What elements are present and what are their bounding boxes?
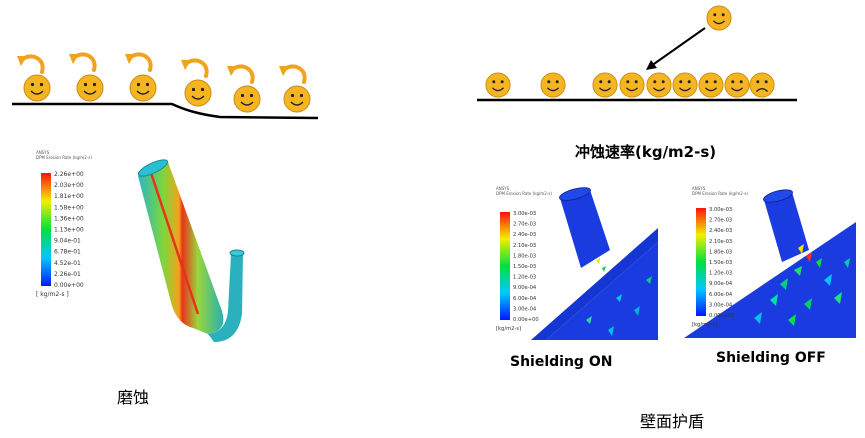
smiley-particle [698, 72, 724, 98]
abrasion-caption: 磨蚀 [117, 388, 150, 407]
shielding-off-contour-panel: ANSYS DPM Erosion Rate (kg/m2-s) [684, 180, 856, 338]
svg-text:ANSYS: ANSYS [692, 186, 706, 191]
wall-shielding-caption: 壁面护盾 [640, 412, 705, 431]
rotation-arrow-icon [16, 54, 45, 74]
colorbar-unit: [kg/m2-s] [692, 322, 717, 328]
colorbar-tick-label: 3.00e-04 [513, 306, 537, 312]
svg-text:DPM Erosion Rate (kg/m2-s): DPM Erosion Rate (kg/m2-s) [36, 155, 92, 160]
colorbar-unit: [ kg/m2-s ] [36, 291, 69, 298]
shielding-off-caption: Shielding OFF [716, 350, 826, 366]
erosion-schematic [477, 5, 797, 102]
rotation-arrow-icon [124, 52, 153, 72]
svg-text:DPM Erosion Rate (kg/m2-s): DPM Erosion Rate (kg/m2-s) [496, 191, 552, 196]
colorbar-tick-label: 9.00e-04 [709, 281, 733, 287]
colorbar-tick-label: 2.40e-03 [513, 232, 536, 238]
impact-arrowhead-icon [646, 60, 657, 70]
colorbar-tick-label: 1.50e-03 [513, 264, 536, 270]
pipe-geometry [137, 159, 245, 342]
mesh-geometry [531, 187, 658, 340]
rotation-arrow-icon [68, 52, 97, 72]
colorbar-tick-label: 2.70e-03 [513, 222, 536, 228]
smiley-particle [184, 79, 212, 107]
colorbar-tick-label: 1.58e+00 [54, 204, 84, 211]
colorbar [41, 173, 51, 286]
colorbar-tick-label: 6.00e-04 [513, 296, 537, 302]
colorbar-tick-label: 2.10e-03 [709, 239, 732, 245]
colorbar-tick-label: 3.00e-03 [513, 211, 536, 217]
pipe-contour-panel: ANSYS DPM Erosion Rate (kg/m2-s) 2.26e+0… [28, 146, 263, 346]
smiley-particle [592, 72, 618, 98]
smiley-particle [233, 85, 261, 113]
colorbar-tick-label: 3.00e-03 [709, 207, 732, 213]
colorbar-tick-label: 1.13e+00 [54, 227, 84, 234]
smiley-particle [646, 72, 672, 98]
colorbar-tick-label: 1.50e-03 [709, 260, 732, 266]
ground-line [12, 102, 319, 120]
colorbar-tick-label: 0.00e+00 [709, 313, 735, 319]
smiley-particle [76, 74, 104, 102]
colorbar-tick-label: 2.26e-01 [54, 271, 81, 278]
colorbar-tick-label: 0.00e+00 [513, 317, 539, 323]
smiley-particle [540, 72, 566, 98]
svg-text:DPM Erosion Rate (kg/m2-s): DPM Erosion Rate (kg/m2-s) [692, 191, 748, 196]
mesh-geometry [684, 189, 856, 338]
svg-text:ANSYS: ANSYS [36, 150, 50, 155]
smiley-particle [724, 72, 750, 98]
colorbar-tick-label: 2.40e-03 [709, 228, 732, 234]
impact-arrow [650, 27, 706, 67]
rotation-arrow-icon [226, 64, 255, 84]
colorbar [696, 208, 706, 316]
colorbar-tick-label: 2.10e-03 [513, 243, 536, 249]
colorbar-tick-label: 1.36e+00 [54, 215, 84, 222]
sad-particle [749, 72, 775, 98]
colorbar-tick-label: 6.00e-04 [709, 292, 733, 298]
smiley-particle [283, 85, 311, 113]
colorbar-tick-label: 1.20e-03 [513, 275, 536, 281]
rotation-arrow-icon [278, 64, 307, 84]
colorbar-tick-label: 0.00e+00 [54, 282, 84, 289]
erosion-rate-caption: 冲蚀速率(kg/m2-s) [575, 143, 717, 161]
abrasion-schematic [12, 52, 319, 120]
shielding-on-contour-panel: ANSYS DPM Erosion Rate (kg/m2-s) [486, 180, 658, 340]
colorbar-tick-label: 1.80e-03 [709, 249, 732, 255]
svg-text:ANSYS: ANSYS [496, 186, 510, 191]
smiley-particle [23, 74, 51, 102]
smiley-particle [485, 72, 511, 98]
colorbar-tick-label: 4.52e-01 [54, 260, 81, 267]
colorbar-tick-label: 1.80e-03 [513, 253, 536, 259]
colorbar-tick-label: 2.70e-03 [709, 218, 732, 224]
colorbar [500, 212, 510, 320]
colorbar-tick-label: 9.00e-04 [513, 285, 537, 291]
colorbar-tick-label: 3.00e-04 [709, 302, 733, 308]
smiley-particle [672, 72, 698, 98]
shielding-on-caption: Shielding ON [510, 354, 613, 370]
colorbar-tick-label: 6.78e-01 [54, 249, 81, 256]
rotation-arrow-icon [180, 58, 209, 78]
colorbar-tick-label: 2.26e+00 [54, 171, 84, 178]
incoming-particle [706, 5, 732, 31]
colorbar-tick-label: 1.20e-03 [709, 271, 732, 277]
colorbar-tick-label: 1.81e+00 [54, 193, 84, 200]
smiley-particle [619, 72, 645, 98]
smiley-particle [129, 74, 157, 102]
colorbar-unit: [kg/m2-s] [496, 326, 521, 332]
colorbar-tick-label: 9.04e-01 [54, 238, 81, 245]
colorbar-tick-label: 2.03e+00 [54, 182, 84, 189]
